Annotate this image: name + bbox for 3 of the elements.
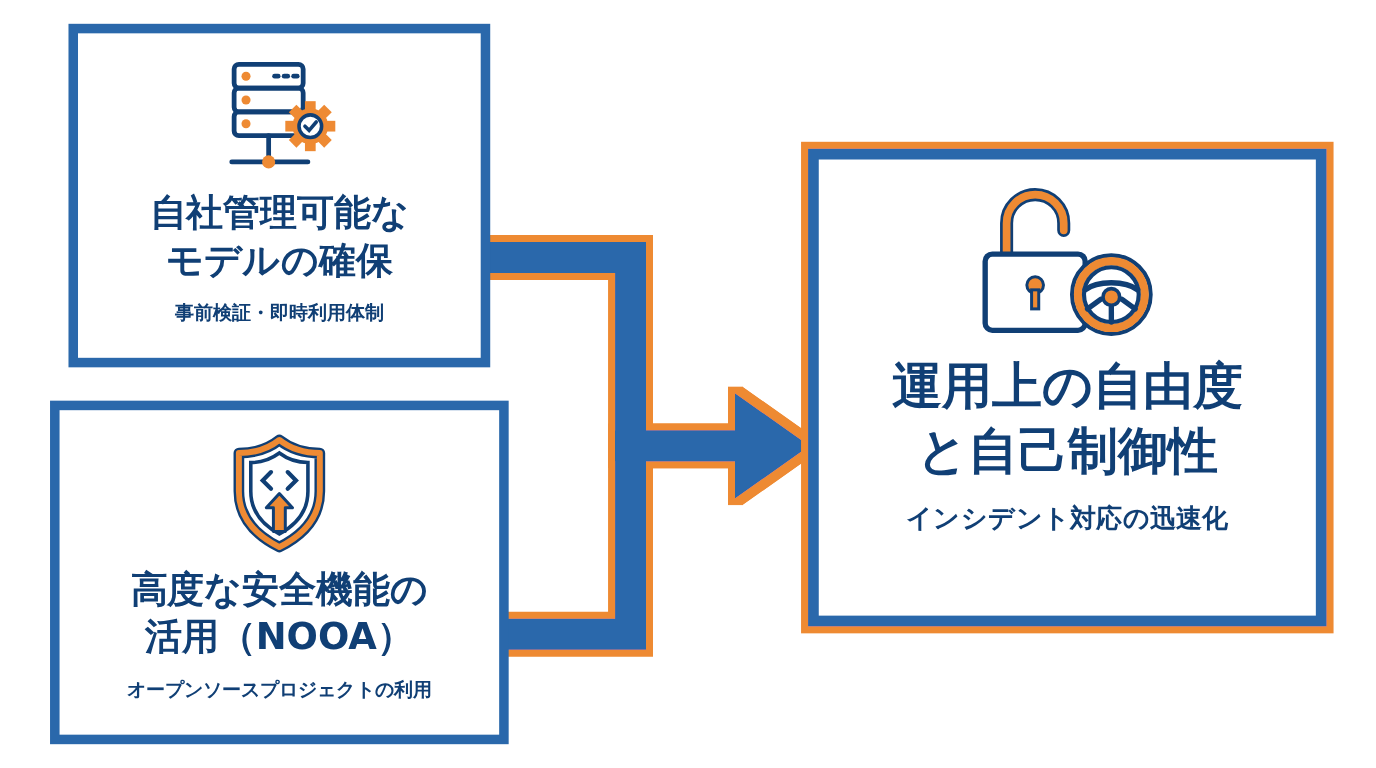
node-box: 高度な安全機能の活用（NOOA） オープンソースプロジェクトの利用 [50,400,509,745]
node-box: 自社管理可能なモデルの確保 事前検証・即時利用体制 [68,23,491,368]
node-box: 運用上の自由度と自己制御性 インシデント対応の迅速化 [808,148,1327,627]
